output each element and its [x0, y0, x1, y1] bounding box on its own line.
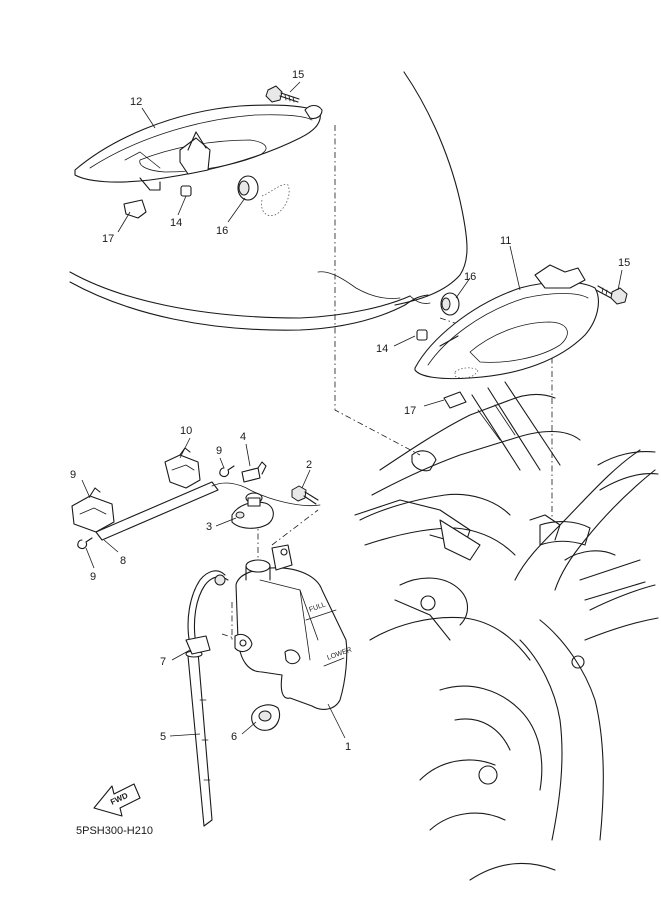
- callout-12: 11: [500, 235, 511, 247]
- oil-tank-part-1[interactable]: FULL LOWER: [234, 544, 353, 710]
- callout-17-right: 17: [404, 405, 416, 417]
- callout-15-right: 15: [618, 257, 630, 269]
- hose-clip-part-9-lower[interactable]: [77, 537, 93, 550]
- hose-clip-part-9-upper[interactable]: [219, 465, 235, 478]
- hose-holder-part-11[interactable]: [164, 447, 201, 489]
- callout-14-upper: 14: [170, 217, 182, 229]
- callout-3: 3: [206, 521, 212, 533]
- fwd-direction-arrow: FWD: [93, 783, 141, 817]
- hose-holder-part-10[interactable]: [71, 487, 115, 533]
- callout-13: 12: [130, 96, 142, 108]
- side-cover-left[interactable]: [74, 104, 323, 191]
- callout-1: 1: [345, 741, 351, 753]
- clip-part-17-upper[interactable]: [123, 199, 147, 219]
- grommet-part-16-left[interactable]: [237, 175, 290, 216]
- side-cover-right[interactable]: [414, 264, 599, 380]
- dipstick-part-5[interactable]: [185, 650, 213, 827]
- callout-15-upper: 15: [292, 69, 304, 81]
- callout-9-lower: 9: [90, 571, 96, 583]
- alignment-lines: [221, 125, 553, 641]
- callout-5: 5: [160, 731, 166, 743]
- tank-cap-part-3[interactable]: [231, 492, 274, 529]
- bolt-part-2[interactable]: [291, 485, 319, 505]
- callout-14-right: 14: [376, 343, 388, 355]
- clip-part-17-lower[interactable]: [443, 391, 467, 409]
- collar-part-14-lower[interactable]: [416, 329, 428, 341]
- callout-9-upper: 9: [216, 445, 222, 457]
- callout-4: 4: [240, 431, 246, 443]
- bolt-part-15-right[interactable]: [595, 285, 628, 305]
- fitting-part-4[interactable]: [241, 461, 267, 483]
- leader-lines: [81, 81, 623, 739]
- callout-16-right: 16: [464, 271, 476, 283]
- callout-2: 2: [306, 459, 312, 471]
- bolt-part-15-left[interactable]: [265, 85, 300, 103]
- callout-17-upper: 17: [102, 233, 114, 245]
- breather-hose-part-8[interactable]: [95, 481, 321, 541]
- callout-labels: 12 15 14 16 17 11 15 16 14 17 10 4 9 2 9…: [70, 69, 630, 753]
- callout-10: 9: [70, 469, 76, 481]
- grommet-part-6[interactable]: [251, 704, 281, 731]
- frame-outline: [354, 381, 659, 881]
- diagram-code: 5PSH300-H210: [76, 825, 153, 837]
- grommet-part-16-right[interactable]: [440, 292, 460, 316]
- oil-hose-part-7[interactable]: [185, 570, 229, 655]
- collar-part-14-upper[interactable]: [180, 185, 192, 197]
- callout-16-upper: 16: [216, 225, 228, 237]
- callout-7: 7: [160, 656, 166, 668]
- callout-6: 6: [231, 731, 237, 743]
- callout-11: 10: [180, 425, 192, 437]
- tank-seat-outline: [69, 71, 468, 331]
- callout-8: 8: [120, 555, 126, 567]
